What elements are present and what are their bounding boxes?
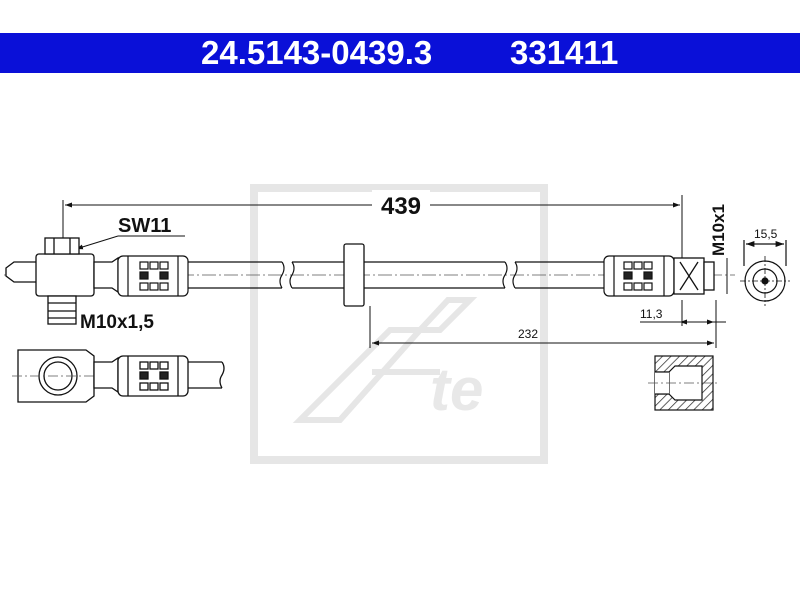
part-number: 24.5143-0439.3 — [201, 34, 433, 71]
wrench-size-label: SW11 — [118, 215, 171, 237]
left-banjo-side-view — [12, 349, 225, 403]
watermark-logo: te — [250, 184, 548, 464]
diameter-label: 15,5 — [754, 227, 778, 241]
thread-left-label: M10x1,5 — [80, 312, 154, 333]
hose-body — [188, 261, 604, 289]
end-view — [740, 240, 790, 306]
length-label: 439 — [381, 193, 421, 220]
bracket-distance-label: 232 — [518, 327, 538, 341]
hose-bracket — [343, 243, 365, 307]
left-crimp-sleeve — [117, 255, 189, 297]
fitting-length-dimension — [640, 300, 726, 326]
left-banjo-fitting — [5, 237, 119, 325]
bracket-dimension — [369, 300, 717, 348]
fitting-length-label: 11,3 — [640, 307, 663, 321]
svg-text:te: te — [430, 356, 483, 423]
right-nut-fitting — [673, 257, 715, 295]
thread-right-label: M10x1 — [709, 204, 728, 256]
right-crimp-sleeve — [603, 255, 675, 297]
reference-number: 331411 — [510, 34, 619, 71]
title-bar: 24.5143-0439.3 331411 — [0, 33, 800, 73]
section-detail — [648, 355, 720, 411]
